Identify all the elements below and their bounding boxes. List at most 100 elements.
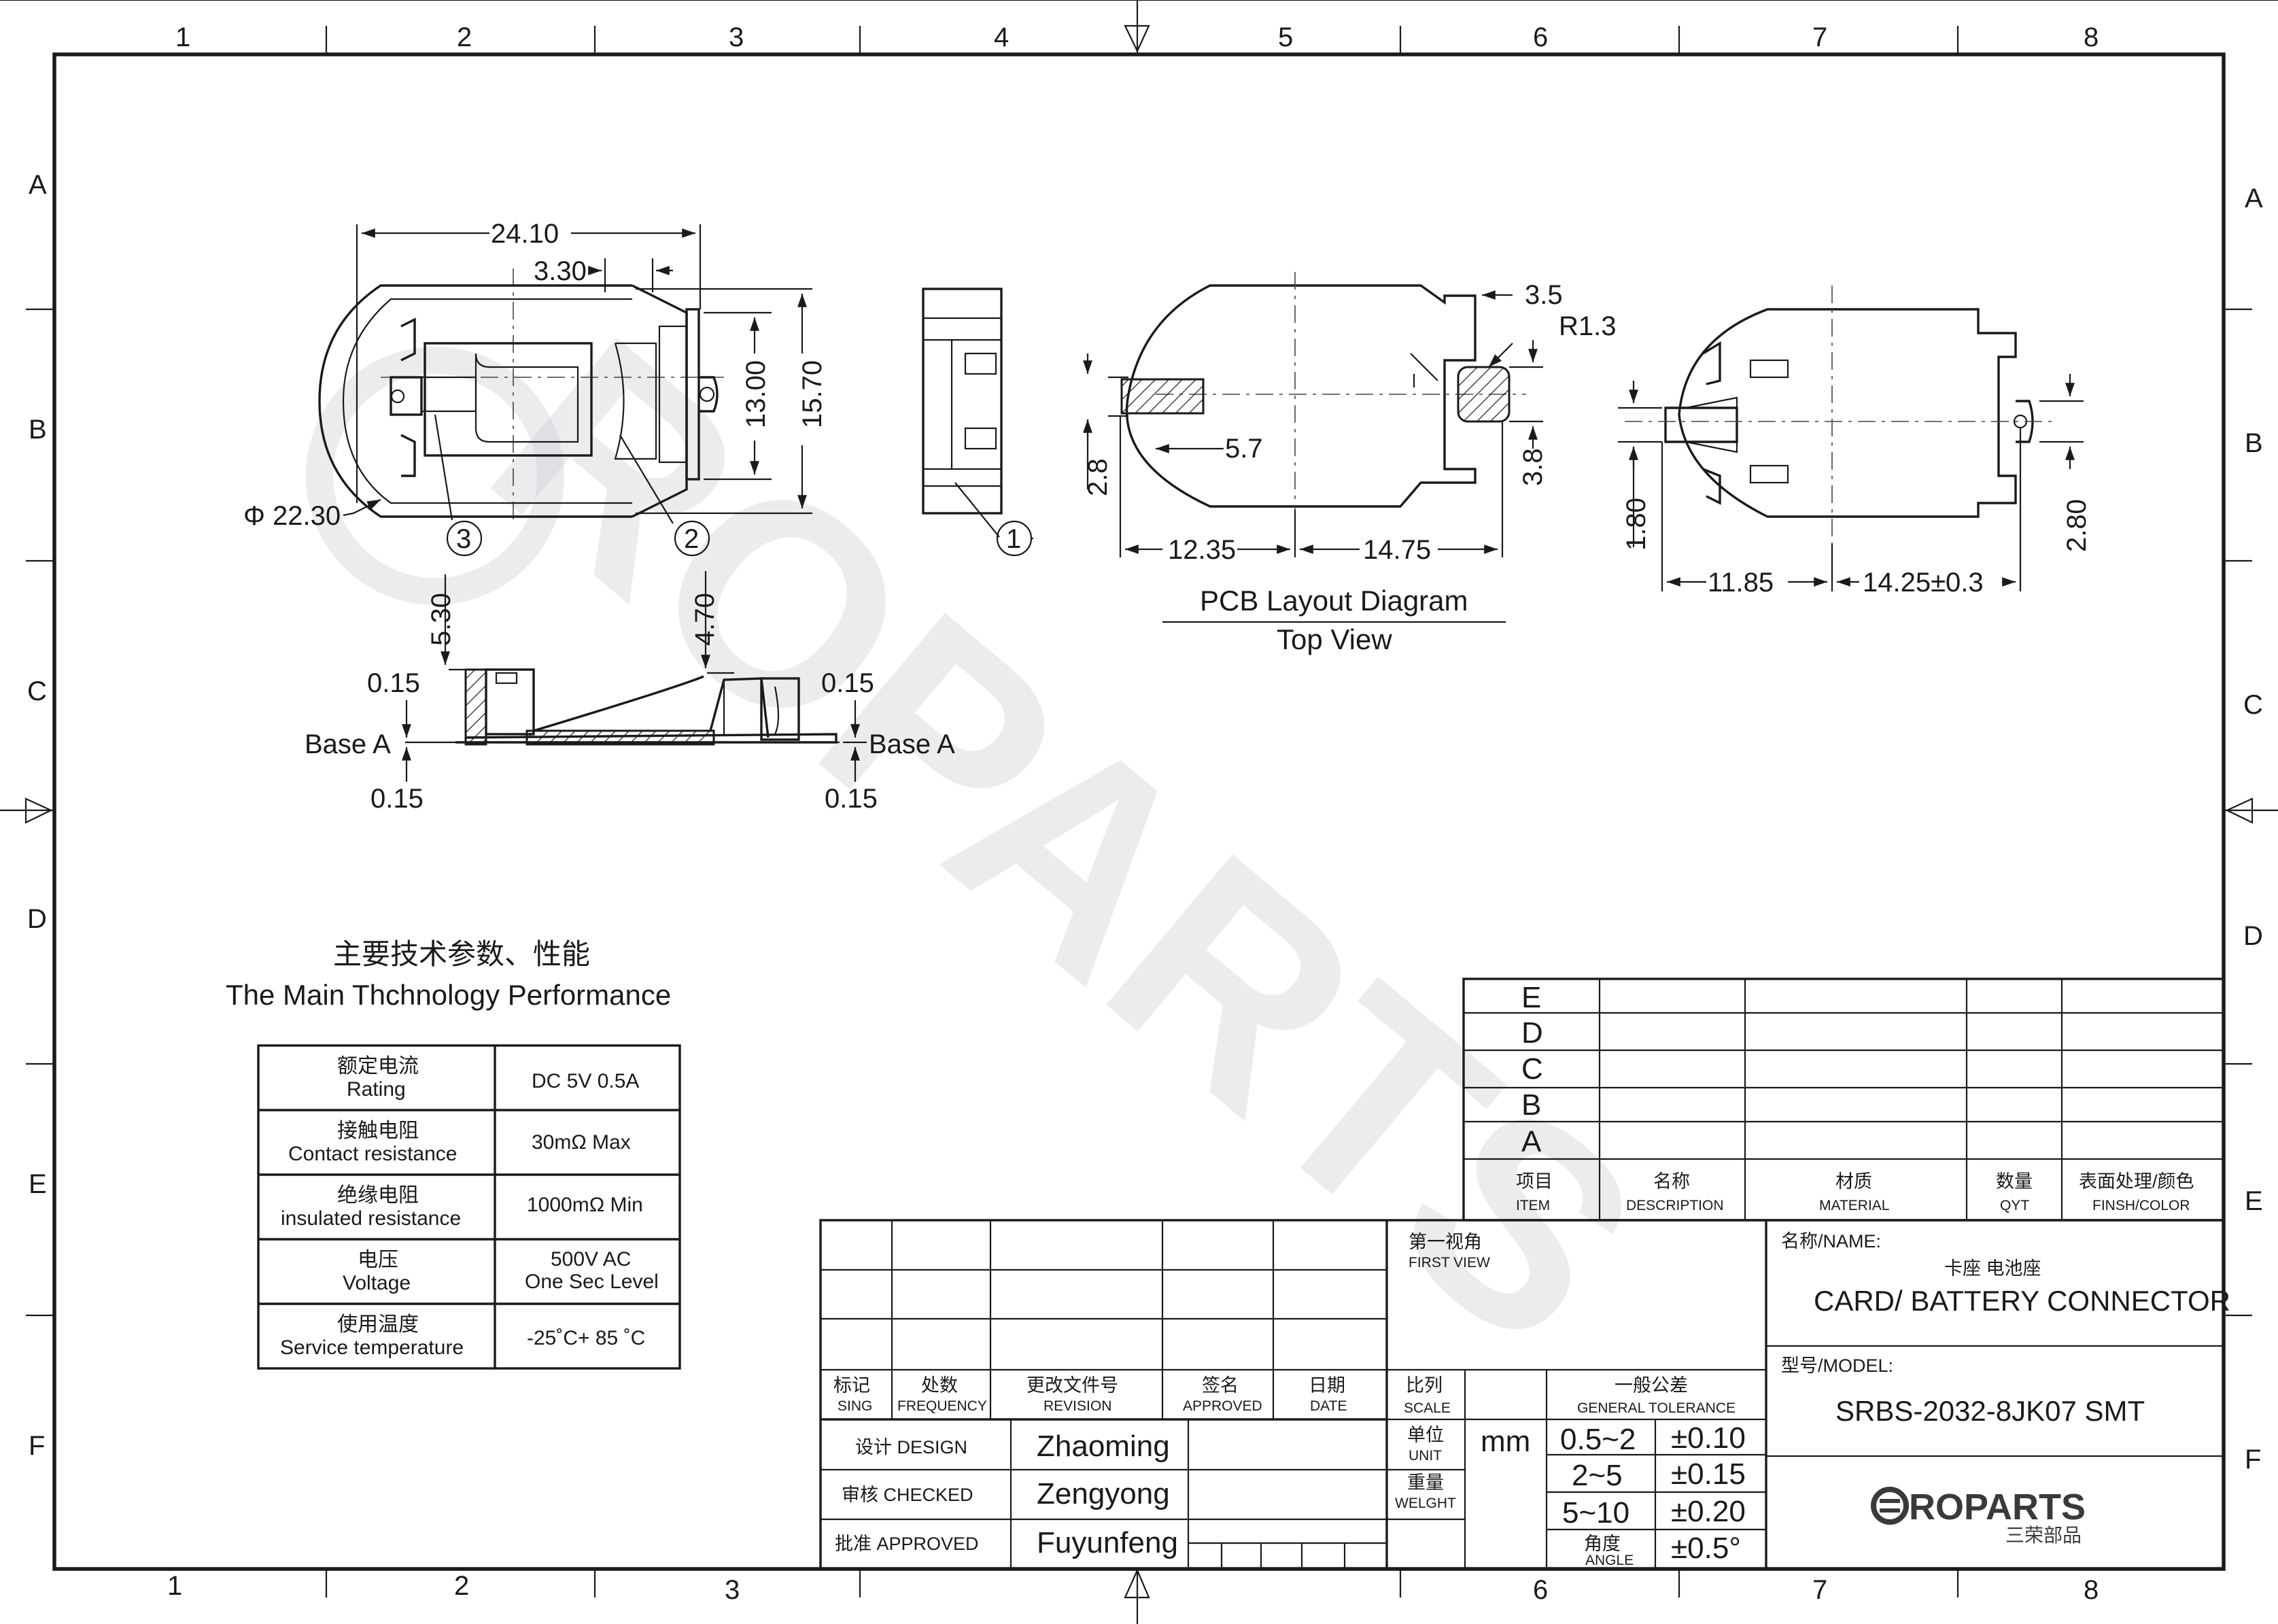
dim-3-30: 3.30 <box>534 256 587 286</box>
dim-5-30: 5.30 <box>426 593 456 646</box>
bom-row-a: A <box>1521 1125 1542 1158</box>
zone-col-1-bottom: 1 <box>167 1571 182 1601</box>
angle-tolerance: ±0.5° <box>1671 1532 1741 1565</box>
dim-3-5: 3.5 <box>1525 280 1563 310</box>
balloon-3: 3 <box>456 524 471 554</box>
approved-name: Fuyunfeng <box>1037 1526 1178 1559</box>
perf-rating-en: Rating <box>347 1078 406 1101</box>
side-view: 1 <box>922 288 1033 557</box>
dim-14-25: 14.25±0.3 <box>1863 568 1984 598</box>
title-block: 标记 SING 处数 FREQUENCY 更改文件号 REVISION 签名 A… <box>819 1219 2230 1570</box>
bom-header-desc-cn: 名称 <box>1653 1171 1690 1192</box>
perf-contact-cn: 接触电阻 <box>337 1120 419 1142</box>
bom-header-finish-cn: 表面处理/颜色 <box>2079 1171 2194 1192</box>
tol-range-1: 0.5~2 <box>1560 1423 1636 1456</box>
name-label: 名称/NAME: <box>1781 1231 1881 1251</box>
rev-header-approved-cn: 签名 <box>1202 1375 1239 1396</box>
zone-col-5: 5 <box>1278 22 1293 52</box>
perf-insulated-cn: 绝缘电阻 <box>337 1184 419 1207</box>
zone-col-7-bottom: 7 <box>1812 1575 1827 1605</box>
weight-en: WELGHT <box>1395 1496 1456 1511</box>
bom-row-c: C <box>1521 1052 1543 1086</box>
rev-header-revision-en: REVISION <box>1043 1398 1111 1414</box>
perf-rating-cn: 额定电流 <box>337 1055 419 1077</box>
approved-label: 批准 APPROVED <box>835 1534 979 1554</box>
zone-labels-right: A B C D E F <box>2243 184 2263 1474</box>
zone-col-2-bottom: 2 <box>454 1571 469 1601</box>
logo-text: ROPARTS <box>1909 1487 2086 1527</box>
perf-voltage-value: 500V AC <box>551 1248 631 1271</box>
bom-header-desc-en: DESCRIPTION <box>1626 1198 1724 1213</box>
bom-header-material-cn: 材质 <box>1835 1171 1872 1192</box>
tol-bottom-right: 0.15 <box>825 784 878 814</box>
checked-label: 审核 CHECKED <box>842 1485 973 1505</box>
rev-header-approved-en: APPROVED <box>1183 1398 1262 1414</box>
perf-title-cn: 主要技术参数、性能 <box>333 938 590 970</box>
tol-value-1: ±0.10 <box>1671 1421 1746 1455</box>
design-name: Zhaoming <box>1037 1430 1170 1463</box>
zone-row-f: F <box>29 1431 45 1461</box>
zone-col-6: 6 <box>1533 22 1548 52</box>
bom-header-qty-en: QYT <box>2000 1198 2029 1213</box>
unit-value: mm <box>1481 1425 1530 1458</box>
angle-en: ANGLE <box>1585 1553 1634 1568</box>
dim-24-10: 24.10 <box>491 219 559 249</box>
zone-col-3: 3 <box>729 22 744 52</box>
performance-section: 主要技术参数、性能 The Main Thchnology Performanc… <box>226 938 681 1370</box>
balloon-2: 2 <box>684 524 699 554</box>
zone-row-e-right: E <box>2245 1186 2263 1216</box>
zone-col-2: 2 <box>457 22 472 52</box>
rev-header-sing-cn: 标记 <box>833 1375 870 1396</box>
watermark-text: ROPARTS <box>436 279 1695 1406</box>
zone-col-1: 1 <box>175 22 190 52</box>
zone-row-c-right: C <box>2243 690 2263 720</box>
rev-header-freq-en: FREQUENCY <box>897 1398 987 1414</box>
rev-header-date-en: DATE <box>1310 1398 1347 1414</box>
dim-4-70: 4.70 <box>690 593 720 646</box>
company-logo: ROPARTS 三荣部品 <box>1871 1487 2086 1546</box>
rev-header-date-cn: 日期 <box>1309 1375 1345 1396</box>
dim-3-8: 3.8 <box>1518 448 1548 486</box>
base-a-right: Base A <box>869 729 955 759</box>
perf-contact-value: 30mΩ Max <box>532 1131 631 1154</box>
zone-col-8: 8 <box>2084 22 2099 52</box>
bom-row-e: E <box>1521 981 1541 1014</box>
first-view-cn: 第一视角 <box>1409 1232 1482 1252</box>
perf-voltage-value2: One Sec Level <box>525 1271 659 1293</box>
rev-header-revision-cn: 更改文件号 <box>1026 1375 1118 1396</box>
tol-bottom-left: 0.15 <box>370 784 424 814</box>
bom-header-item-cn: 项目 <box>1516 1171 1553 1192</box>
checked-name: Zengyong <box>1037 1477 1170 1510</box>
perf-insulated-value: 1000mΩ Min <box>527 1194 643 1216</box>
pcb-subtitle: Top View <box>1277 623 1392 655</box>
unit-en: UNIT <box>1409 1448 1442 1464</box>
zone-row-a-right: A <box>2245 184 2263 213</box>
dim-13-00: 13.00 <box>741 360 771 428</box>
zone-row-d-right: D <box>2243 921 2263 951</box>
balloon-1: 1 <box>1006 524 1021 554</box>
zone-row-c: C <box>27 676 47 706</box>
bottom-view: 1.80 2.80 11.85 14.25±0.3 <box>1618 286 2092 598</box>
zone-col-8-bottom: 8 <box>2084 1575 2099 1605</box>
zone-col-6-bottom: 6 <box>1533 1575 1548 1605</box>
perf-contact-en: Contact resistance <box>288 1143 457 1165</box>
bom-header-finish-en: FINSH/COLOR <box>2092 1198 2190 1213</box>
zone-col-7: 7 <box>1812 22 1827 52</box>
section-view: 5.30 4.70 0.15 Base A 0.15 0.15 Base A 0… <box>305 571 955 814</box>
dim-14-75: 14.75 <box>1363 535 1431 565</box>
zone-col-4: 4 <box>994 22 1009 52</box>
dim-2-80: 2.80 <box>2062 499 2092 552</box>
scale-cn: 比列 <box>1406 1375 1443 1396</box>
dim-diameter: Φ 22.30 <box>243 501 341 531</box>
perf-voltage-en: Voltage <box>343 1272 411 1294</box>
unit-cn: 单位 <box>1407 1425 1444 1445</box>
design-label: 设计 DESIGN <box>855 1437 967 1457</box>
zone-row-b-right: B <box>2245 428 2263 458</box>
zone-row-f-right: F <box>2245 1445 2261 1474</box>
zone-row-a: A <box>29 170 47 200</box>
tol-range-3: 5~10 <box>1562 1496 1629 1530</box>
bom-table: E D C B A 项目 ITEM 名称 DESCRIPTION 材质 MATE… <box>1462 978 2225 1222</box>
dim-r1-3: R1.3 <box>1559 311 1617 341</box>
